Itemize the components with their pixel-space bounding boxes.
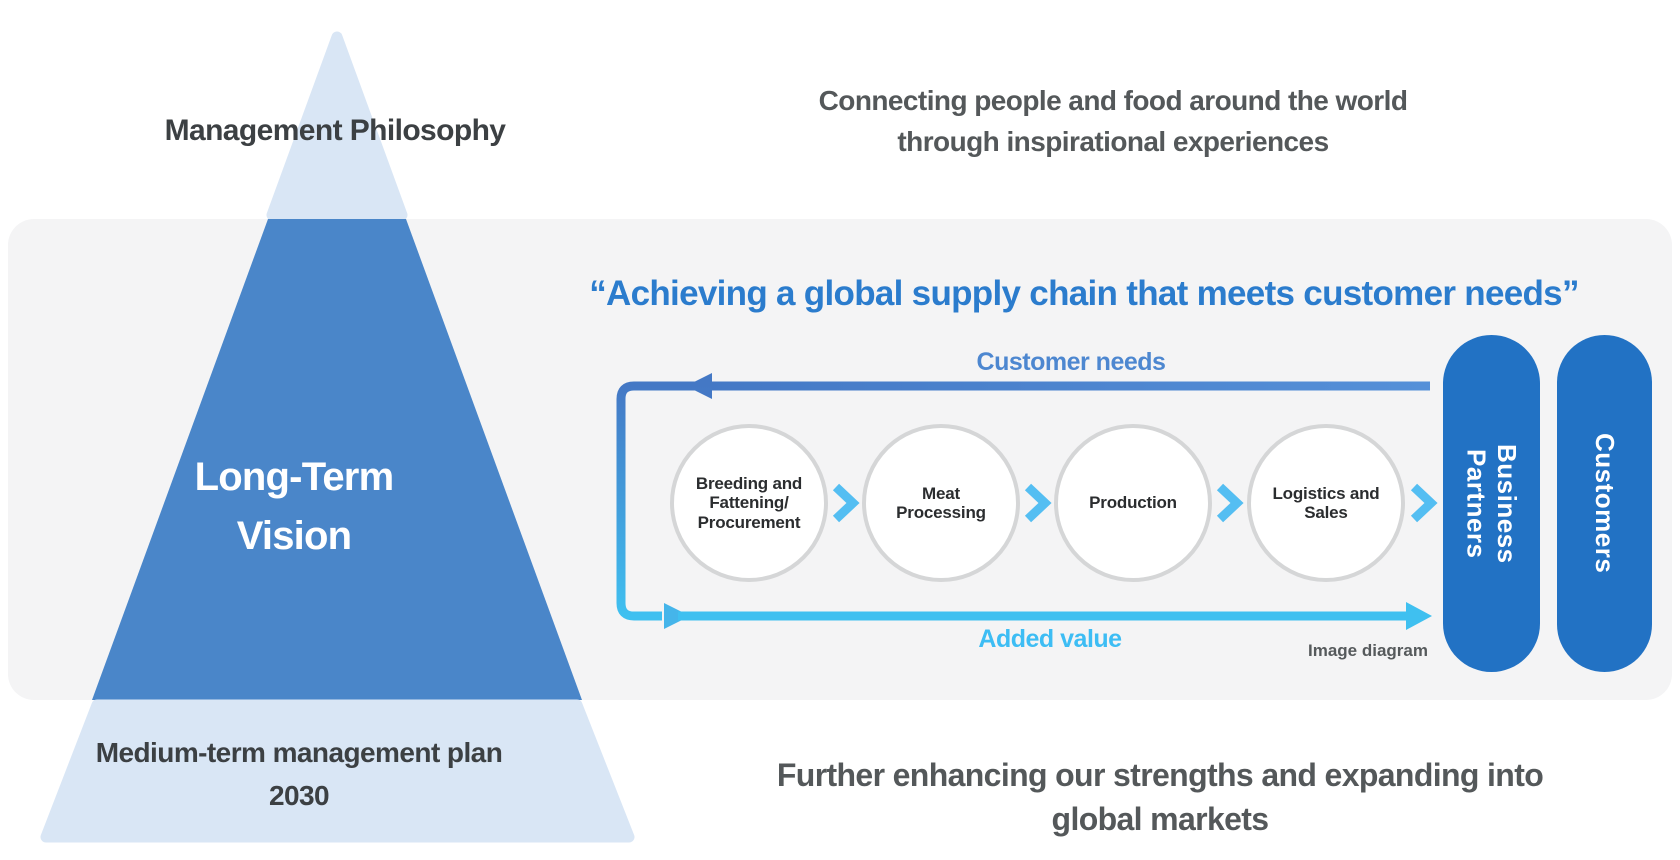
supply-stage-circle-breeding: Breeding and Fattening/ Procurement	[670, 424, 828, 582]
vision-headline: “Achieving a global supply chain that me…	[589, 274, 1579, 313]
management-philosophy-label: Management Philosophy	[164, 114, 506, 147]
philosophy-statement-line2: through inspirational experiences	[897, 126, 1329, 157]
business-partners-label: Business Partners	[1461, 443, 1523, 564]
philosophy-statement-line1: Connecting people and food around the wo…	[818, 85, 1408, 116]
supply-stage-label: Logistics and Sales	[1272, 483, 1380, 522]
footer-statement-line2: global markets	[1051, 801, 1270, 837]
supply-stage-label: Production	[1089, 493, 1177, 513]
added-value-label: Added value	[978, 625, 1122, 653]
image-diagram-caption: Image diagram	[1308, 641, 1428, 660]
supply-stage-label: Meat Processing	[896, 483, 986, 522]
supply-stage-circle-logistics: Logistics and Sales	[1247, 424, 1405, 582]
customers-label: Customers	[1589, 433, 1620, 574]
supply-stage-circle-production: Production	[1054, 424, 1212, 582]
medium-term-plan-label: Medium-term management plan 2030	[95, 737, 503, 811]
business-partners-capsule: Business Partners	[1443, 335, 1540, 672]
customers-capsule: Customers	[1557, 335, 1652, 672]
long-term-vision-label: Long-Term Vision	[194, 455, 395, 558]
footer-statement-line1: Further enhancing our strengths and expa…	[776, 757, 1544, 793]
supply-stage-label: Breeding and Fattening/ Procurement	[695, 474, 803, 532]
customer-needs-label: Customer needs	[976, 348, 1166, 376]
supply-stage-circle-meat-processing: Meat Processing	[862, 424, 1020, 582]
